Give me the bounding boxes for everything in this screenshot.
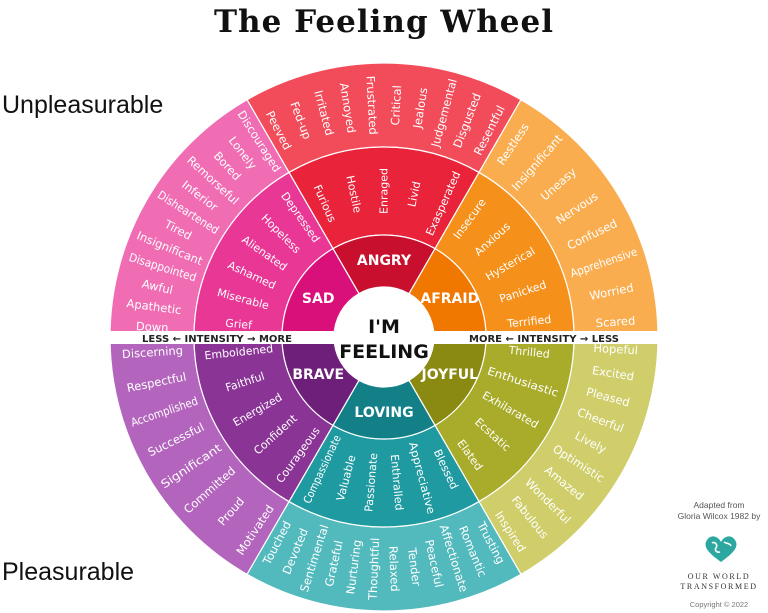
middle-feeling-passionate: Passionate xyxy=(362,452,380,512)
page-title: The Feeling Wheel xyxy=(213,4,555,40)
outer-feeling-relaxed: Relaxed xyxy=(386,546,402,592)
core-emotion-angry: ANGRY xyxy=(357,253,412,269)
middle-feeling-enraged: Enraged xyxy=(378,168,391,214)
core-emotion-brave: BRAVE xyxy=(292,367,344,383)
outer-feeling-jealous: Jealous xyxy=(410,87,430,131)
credit-line-2: Gloria Wilcox 1982 by xyxy=(677,511,761,521)
outer-feeling-tender: Tender xyxy=(405,546,424,587)
brand-line-2: TRANSFORMED xyxy=(680,582,758,591)
intensity-label-right: MORE ← INTENSITY → LESS xyxy=(469,334,619,345)
outer-feeling-awful: Awful xyxy=(141,277,175,297)
brand-name: OUR WORLD TRANSFORMED xyxy=(672,572,766,592)
outer-feeling-thoughtful: Thoughtful xyxy=(366,537,383,601)
core-emotion-sad: SAD xyxy=(302,291,335,307)
copyright: Copyright © 2022 xyxy=(689,600,749,609)
middle-feeling-enthralled: Enthralled xyxy=(388,454,406,511)
pleasurable-label: Pleasurable xyxy=(2,558,135,586)
outer-feeling-excited: Excited xyxy=(591,363,635,383)
outer-feeling-down: Down xyxy=(136,319,169,334)
intensity-label-left: LESS ← INTENSITY → MORE xyxy=(142,334,292,345)
outer-feeling-scared: Scared xyxy=(595,314,635,331)
core-emotion-afraid: AFRAID xyxy=(420,291,479,307)
credit-note: Adapted from Gloria Wilcox 1982 by xyxy=(670,500,768,522)
core-emotion-loving: LOVING xyxy=(354,405,413,421)
credit-line-1: Adapted from xyxy=(693,500,745,510)
center-label-line1: I'M xyxy=(368,316,400,338)
outer-feeling-discerning: Discerning xyxy=(122,343,184,361)
outer-feeling-hopeful: Hopeful xyxy=(593,341,638,357)
center-circle xyxy=(334,287,434,387)
middle-feeling-terrified: Terrified xyxy=(506,313,552,331)
middle-feeling-thrilled: Thrilled xyxy=(507,344,550,361)
heart-globe-logo xyxy=(705,536,737,562)
middle-feeling-grief: Grief xyxy=(225,317,254,332)
unpleasurable-label: Unpleasurable xyxy=(2,91,164,119)
middle-feeling-livid: Livid xyxy=(405,180,423,208)
brand-line-1: OUR WORLD xyxy=(687,572,751,581)
outer-feeling-critical: Critical xyxy=(388,85,404,126)
center-label-line2: FEELING xyxy=(339,341,429,363)
outer-feeling-frustrated: Frustrated xyxy=(363,75,380,135)
core-emotion-joyful: JOYFUL xyxy=(420,367,478,383)
